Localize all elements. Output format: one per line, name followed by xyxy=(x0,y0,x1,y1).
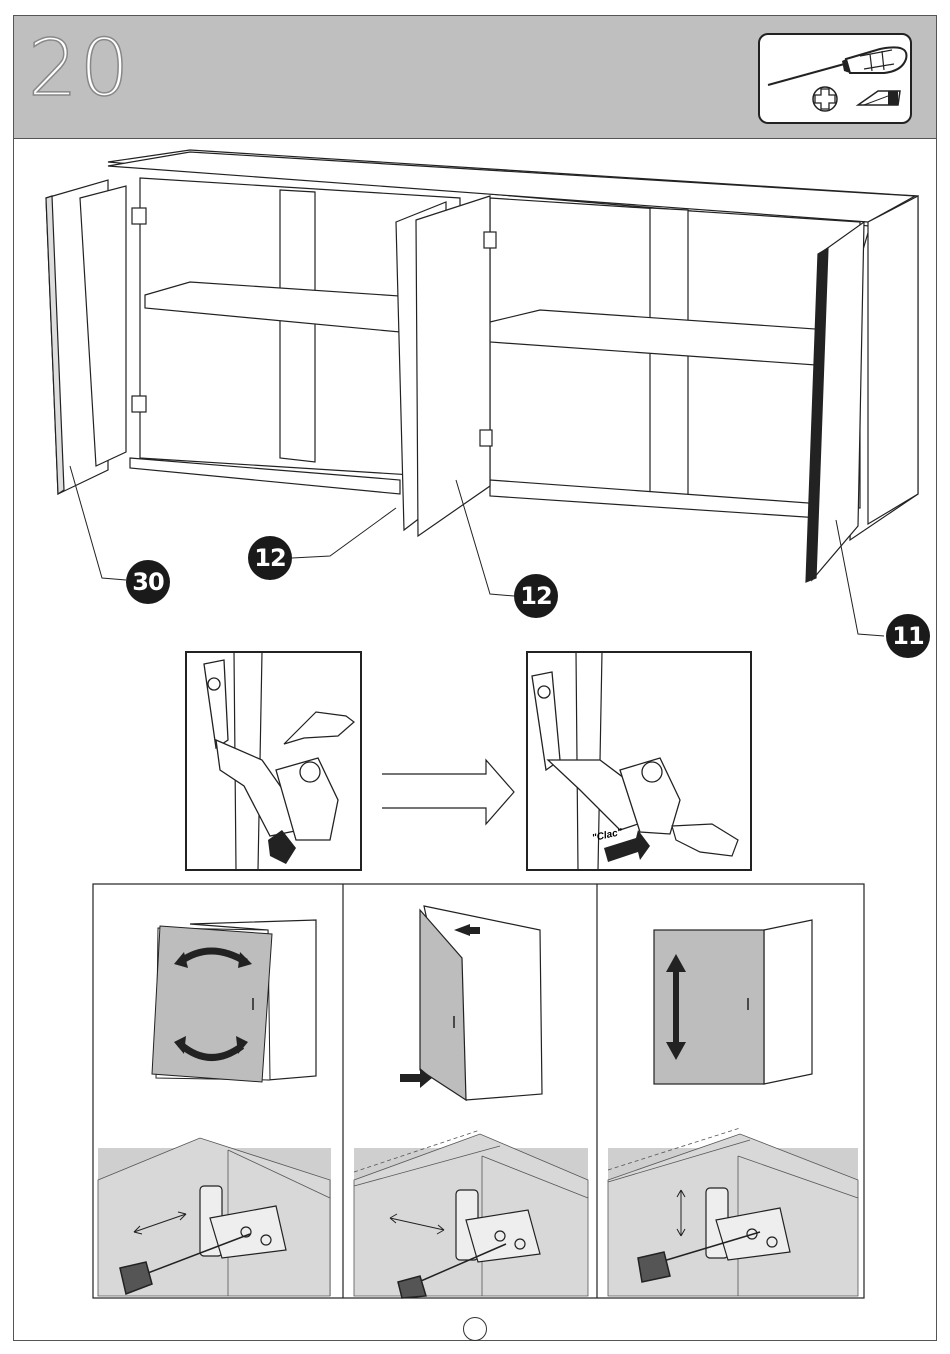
panel-side-adjust-cabinet xyxy=(152,920,316,1082)
panel-height-adjust-cabinet xyxy=(654,920,812,1084)
panel-depth-adjust-cabinet xyxy=(400,906,542,1100)
page-number-circle xyxy=(463,1317,487,1341)
